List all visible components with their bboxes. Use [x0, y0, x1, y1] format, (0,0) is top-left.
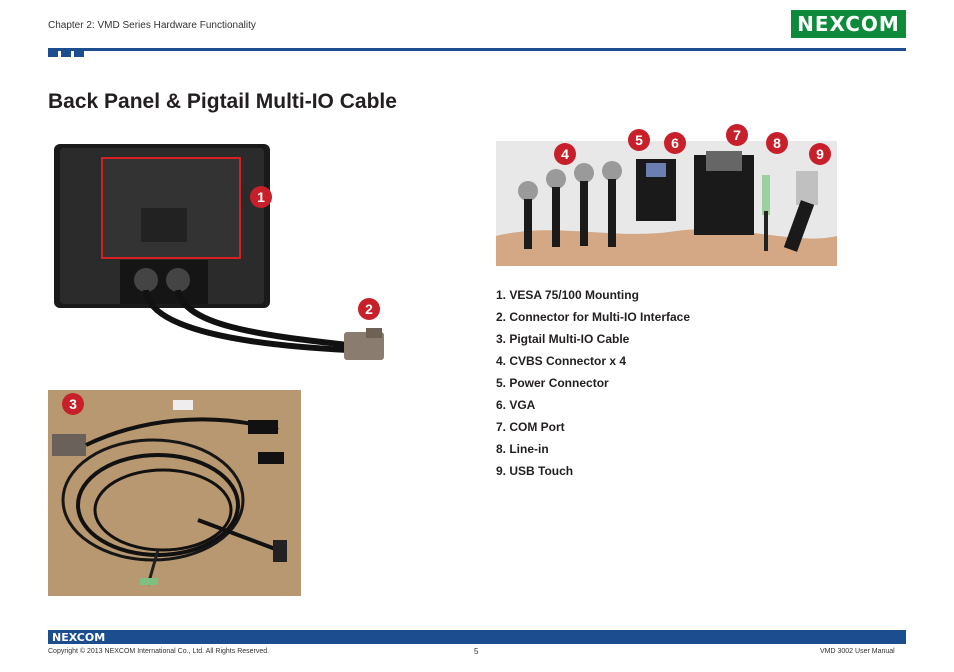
logo-text: NEXCOM [797, 12, 900, 36]
callout-badge-3: 3 [62, 393, 84, 415]
callout-badge-4: 4 [554, 143, 576, 165]
callout-badge-8: 8 [766, 132, 788, 154]
list-item: 9. USB Touch [496, 464, 574, 478]
callout-badge-2: 2 [358, 298, 380, 320]
header-squares [48, 50, 84, 57]
header-rule [48, 48, 906, 51]
list-item: 7. COM Port [496, 420, 565, 434]
list-item: 8. Line-in [496, 442, 549, 456]
pigtail-cable-photo [48, 390, 301, 596]
connectors-photo [496, 141, 837, 266]
footer-bar [48, 630, 906, 644]
list-item: 3. Pigtail Multi-IO Cable [496, 332, 630, 346]
page-title: Back Panel & Pigtail Multi-IO Cable [48, 90, 397, 113]
callout-badge-6: 6 [664, 132, 686, 154]
list-item: 1. VESA 75/100 Mounting [496, 288, 639, 302]
nexcom-logo: NEXCOM [791, 10, 906, 38]
callout-badge-5: 5 [628, 129, 650, 151]
callout-badge-9: 9 [809, 143, 831, 165]
list-item: 6. VGA [496, 398, 536, 412]
component-list: 1. VESA 75/100 Mounting 2. Connector for… [496, 287, 690, 485]
footer-logo: NEXCOM [52, 631, 106, 644]
callout-badge-1: 1 [250, 186, 272, 208]
list-item: 5. Power Connector [496, 376, 609, 390]
manual-title: VMD 3002 User Manual [820, 648, 895, 655]
back-panel-photo [48, 140, 388, 375]
list-item: 4. CVBS Connector x 4 [496, 354, 627, 368]
list-item: 2. Connector for Multi-IO Interface [496, 310, 691, 324]
callout-badge-7: 7 [726, 124, 748, 146]
chapter-heading: Chapter 2: VMD Series Hardware Functiona… [48, 20, 256, 31]
copyright-text: Copyright © 2013 NEXCOM International Co… [48, 648, 270, 655]
page-number: 5 [474, 647, 479, 656]
